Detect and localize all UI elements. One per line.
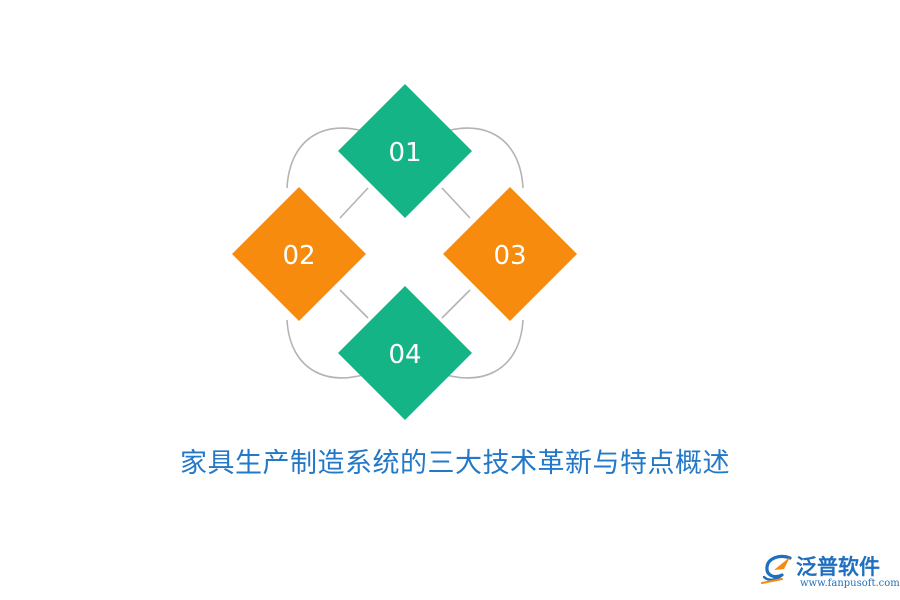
connector-lines [286, 127, 524, 379]
diamond-shape [338, 84, 472, 218]
connector-outer-loop [286, 127, 524, 379]
diamond-label: 01 [388, 138, 421, 168]
brand-url: www.fanpusoft.com [800, 578, 900, 589]
diamond-item-03: 03 [443, 187, 577, 321]
connector-inner-ring [339, 187, 471, 319]
diamond-item-02: 02 [232, 187, 366, 321]
diamond-shape [443, 187, 577, 321]
diamond-label: 03 [493, 241, 526, 271]
diamond-shape [338, 286, 472, 420]
diamond-item-04: 04 [338, 286, 472, 420]
diamond-item-01: 01 [338, 84, 472, 218]
fanpu-logo-icon [761, 554, 792, 584]
diagram-title: 家具生产制造系统的三大技术革新与特点概述 [180, 448, 730, 479]
diamond-shape [232, 187, 366, 321]
diamond-label: 02 [282, 241, 315, 271]
brand-logo: 泛普软件 www.fanpusoft.com [760, 551, 900, 597]
brand-name: 泛普软件 [796, 555, 880, 579]
diamond-label: 04 [388, 340, 421, 370]
